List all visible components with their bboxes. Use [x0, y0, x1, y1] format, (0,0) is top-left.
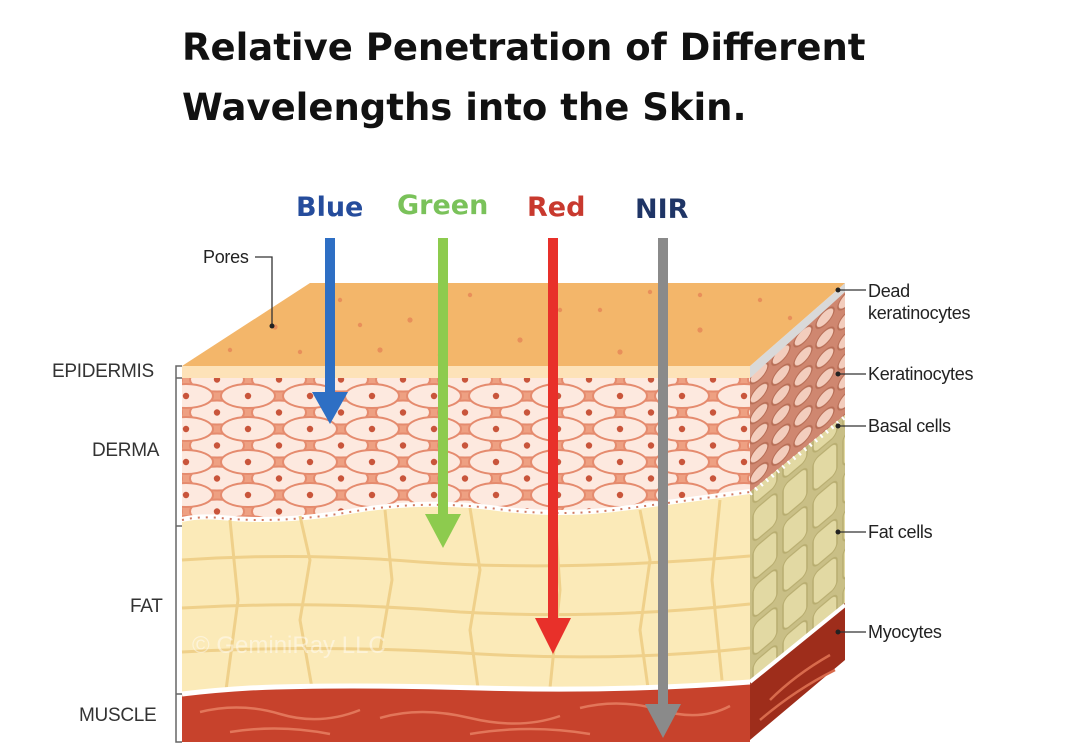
callout-dead-line2: keratinocytes: [868, 303, 971, 323]
muscle-side-face: [750, 603, 845, 740]
pores-dots: [227, 289, 793, 358]
beam-label-nir: NIR: [635, 194, 689, 225]
fat-front: [182, 494, 750, 694]
epidermis-front: [182, 366, 750, 378]
title-line-2: Wavelengths into the Skin.: [182, 86, 747, 129]
layer-bracket: [175, 365, 182, 743]
page-title: Relative Penetration of Different Wavele…: [182, 18, 942, 138]
arrow-blue: [312, 238, 348, 424]
label-epidermis: EPIDERMIS: [52, 361, 154, 382]
label-muscle: MUSCLE: [79, 705, 157, 726]
arrow-nir: [645, 238, 681, 738]
label-fat: FAT: [130, 596, 163, 617]
callout-dead-line1: Dead: [868, 281, 910, 301]
arrow-red: [535, 238, 571, 654]
derma-side-face: [750, 285, 845, 492]
callout-pores: Pores: [203, 247, 249, 267]
callout-dead-keratinocytes: Dead keratinocytes: [868, 280, 970, 324]
epidermis-side-face: [750, 283, 845, 378]
callout-leaders: [255, 256, 866, 633]
callout-basal-cells: Basal cells: [868, 416, 951, 436]
beam-label-green: Green: [397, 190, 489, 221]
skin-surface: [182, 283, 845, 366]
arrow-green: [425, 238, 461, 548]
callout-keratinocytes: Keratinocytes: [868, 364, 974, 384]
fat-side-face: [750, 415, 845, 680]
beam-label-blue: Blue: [296, 192, 364, 223]
muscle-front: [182, 682, 750, 742]
callout-myocytes: Myocytes: [868, 622, 942, 642]
watermark: © GeminiRay LLC: [192, 632, 386, 659]
derma-front: [182, 378, 750, 520]
muscle-fibers: [199, 702, 731, 736]
label-derma: DERMA: [92, 440, 160, 461]
beam-label-red: Red: [527, 192, 586, 223]
title-line-1: Relative Penetration of Different: [182, 26, 866, 69]
callout-fat-cells: Fat cells: [868, 522, 933, 542]
